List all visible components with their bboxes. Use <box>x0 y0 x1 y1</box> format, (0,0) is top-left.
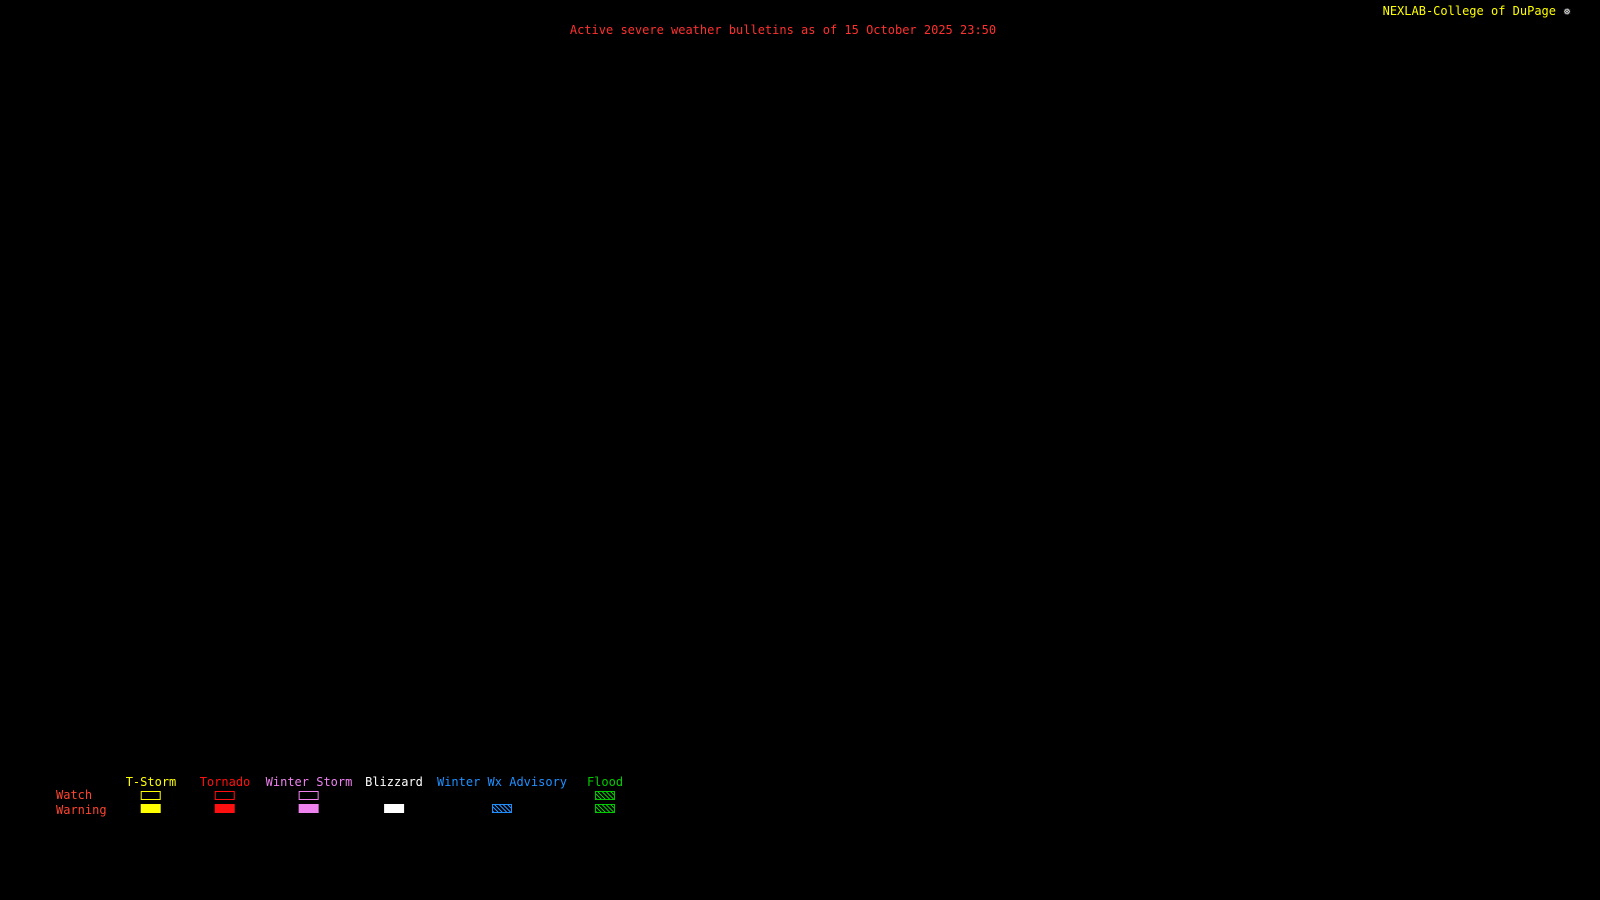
winter-storm-warning-swatch <box>298 804 319 813</box>
t-storm-watch-swatch <box>140 791 161 800</box>
page-title: Active severe weather bulletins as of 15… <box>569 23 997 37</box>
legend-label-tornado: Tornado <box>199 775 251 789</box>
nexlab-logo-icon: ❅ <box>1563 4 1571 18</box>
legend-col-winter-wx-advisory: Winter Wx Advisory <box>437 776 567 813</box>
legend-label-t-storm: T-Storm <box>125 775 177 789</box>
t-storm-warning-swatch <box>140 804 161 813</box>
legend-label-blizzard: Blizzard <box>365 775 423 789</box>
winter-storm-watch-swatch <box>298 791 319 800</box>
brand: NEXLAB-College of DuPage ❅ <box>1383 4 1574 18</box>
flood-watch-swatch <box>595 791 615 800</box>
legend-label-flood: Flood <box>586 775 624 789</box>
legend-col-t-storm: T-Storm <box>125 775 177 813</box>
legend-col-tornado: Tornado <box>199 775 251 813</box>
legend-watch-label: Watch <box>56 788 93 802</box>
blizzard-warning-swatch <box>383 804 404 813</box>
winter-wx-advisory-warning-swatch <box>491 804 512 813</box>
legend-label-winter-storm: Winter Storm <box>265 775 353 789</box>
tornado-warning-swatch <box>214 804 235 813</box>
brand-text: NEXLAB-College of DuPage <box>1382 4 1556 18</box>
legend-col-blizzard: Blizzard <box>365 776 423 813</box>
legend-warning-label: Warning <box>56 803 107 817</box>
weather-map-canvas <box>0 45 1565 875</box>
legend-col-flood: Flood <box>587 776 623 813</box>
legend-col-winter-storm: Winter Storm <box>265 775 353 813</box>
flood-warning-swatch <box>595 804 615 813</box>
tornado-watch-swatch <box>214 791 235 800</box>
legend: Watch Warning T-Storm Tornado Winter Sto… <box>0 776 700 821</box>
legend-label-winter-wx-advisory: Winter Wx Advisory <box>436 775 568 789</box>
